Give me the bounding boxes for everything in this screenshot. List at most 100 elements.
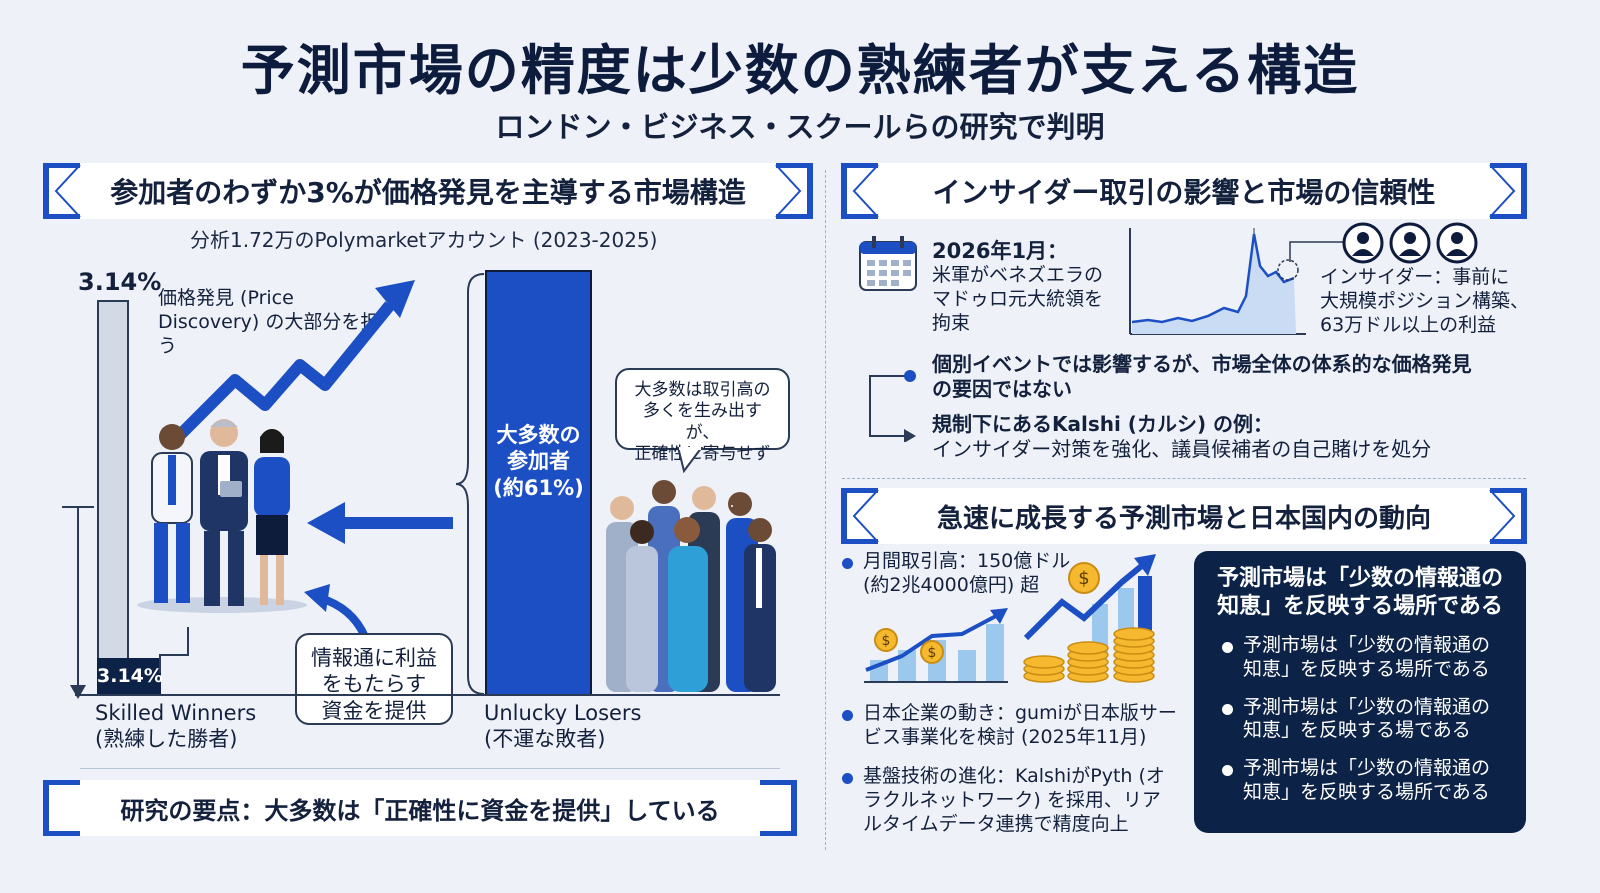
bullet-icon <box>842 773 853 784</box>
insider-people-icons <box>1342 222 1478 264</box>
conclusion-item: 予測市場は「少数の情報通の知恵」を反映する場所である <box>1210 634 1510 682</box>
bracket-left-icon <box>43 163 81 219</box>
funding-bubble-line3: 資金を提供 <box>321 698 427 723</box>
conclusion-heading-line1: 予測市場は「少数の情報通の <box>1216 566 1503 591</box>
insider-section-banner: インサイダー取引の影響と市場の信頼性 <box>841 163 1527 219</box>
bullet-icon <box>842 558 853 569</box>
person-icon <box>1389 222 1431 264</box>
key-point-banner: 研究の要点：大多数は「正確性に資金を提供」している <box>43 780 797 836</box>
insider-text: インサイダー：事前に 大規模ポジション構築、 63万ドル以上の利益 <box>1320 266 1529 337</box>
conclusion-box: 予測市場は「少数の情報通の 知恵」を反映する場所である 予測市場は「少数の情報通… <box>1194 551 1526 833</box>
svg-text:$: $ <box>928 645 937 661</box>
tree-connector <box>869 370 916 442</box>
person-icon <box>1436 222 1478 264</box>
volume-item: 月間取引高：150億ドル (約2兆4000億円) 超 <box>842 550 1070 598</box>
majority-bubble: 大多数は取引高の 多くを生み出すが、 正確性に寄与せず <box>615 368 790 464</box>
winners-pct-box: 3.14% <box>97 658 163 694</box>
conclusion-item-line1: 予測市場は「少数の情報通の <box>1243 634 1491 656</box>
majority-bar-label: 大多数の 参加者 (約61%) <box>485 422 592 501</box>
insider-point1-line1: 個別イベントでは影響するが、市場全体の体系的な価格発見 <box>932 352 1472 376</box>
tech-line2: ラクルネットワーク) を採用、リア <box>863 788 1161 811</box>
bracket-right-icon <box>1489 163 1527 219</box>
dollar-coin-icon: $ <box>920 640 944 664</box>
majority-bar-label-line2: 参加者 <box>507 449 570 474</box>
majority-bubble-line1: 大多数は取引高の <box>634 380 771 400</box>
losers-label-jp: (不運な敗者) <box>484 727 606 752</box>
svg-text:$: $ <box>1078 568 1089 589</box>
volume-line2: (約2兆4000億円) 超 <box>863 573 1040 596</box>
conclusion-item-line2: 知恵」を反映する場所である <box>1243 657 1490 680</box>
bubble-tail <box>676 447 704 473</box>
price-spike-chart <box>1129 228 1306 335</box>
connector-line <box>1289 241 1344 262</box>
winners-label-jp: (熟練した勝者) <box>95 727 238 752</box>
insider-point2-line1: 規制下にあるKalshi (カルシ) の例： <box>932 412 1274 436</box>
winners-pct-top: 3.14% <box>78 268 162 296</box>
analysis-note: 分析1.72万のPolymarketアカウント (2023-2025) <box>190 228 658 252</box>
growth-section-banner: 急速に成長する予測市場と日本国内の動向 <box>841 488 1527 544</box>
insider-line2: 大規模ポジション構築、 <box>1320 289 1530 312</box>
conclusion-heading: 予測市場は「少数の情報通の 知恵」を反映する場所である <box>1210 565 1510 620</box>
page-title: 予測市場の精度は少数の熟練者が支える構造 <box>240 39 1360 102</box>
measure-arrow-icon <box>62 506 94 699</box>
funding-bubble-line1: 情報通に利益 <box>311 646 437 670</box>
left-divider <box>80 768 780 769</box>
conclusion-item-line2: 知恵」を反映する場である <box>1243 719 1471 742</box>
bracket-right-icon <box>775 163 813 219</box>
insider-section-banner-text: インサイダー取引の影響と市場の信頼性 <box>932 176 1436 209</box>
event-line3: 拘束 <box>932 311 971 334</box>
growth-bars-illustration: $ $ <box>864 608 1008 683</box>
japan-line2: ビス事業化を検討 (2025年11月) <box>863 725 1147 748</box>
page-subtitle: ロンドン・ビジネス・スクールらの研究で判明 <box>495 110 1105 144</box>
left-arrow-icon <box>307 502 453 544</box>
event-text: 2026年1月： 米軍がベネズエラの マドゥロ元大統領を 拘束 <box>932 238 1103 336</box>
bracket-right-icon <box>760 780 797 836</box>
unlucky-losers-crowd-illustration <box>606 480 776 692</box>
conclusion-heading-line2: 知恵」を反映する場所である <box>1217 593 1503 619</box>
tech-line1: 基盤技術の進化：KalshiがPyth (オ <box>863 765 1165 787</box>
dollar-coin-icon: $ <box>874 628 898 652</box>
majority-bar-label-line1: 大多数の <box>496 423 581 447</box>
winners-label-en: Skilled Winners <box>95 701 257 725</box>
volume-line1: 月間取引高：150億ドル <box>863 550 1071 572</box>
person-icon <box>1342 222 1384 264</box>
bullet-icon <box>1222 642 1233 653</box>
right-divider <box>842 478 1526 479</box>
majority-bubble-line3: 正確性に寄与せず <box>634 443 771 464</box>
coin-stack-icon: $ <box>1023 554 1156 683</box>
insider-line3: 63万ドル以上の利益 <box>1320 313 1497 336</box>
insider-line1: インサイダー：事前に <box>1320 266 1510 288</box>
left-section-banner-text: 参加者のわずか3%が価格発見を主導する市場構造 <box>110 176 746 209</box>
trend-arrow-icon <box>175 280 415 440</box>
event-line2: マドゥロ元大統領を <box>932 288 1104 310</box>
losers-label-en: Unlucky Losers <box>484 701 642 725</box>
conclusion-item-line1: 予測市場は「少数の情報通の <box>1243 695 1491 718</box>
insider-point1-line2: の要因ではない <box>932 377 1072 401</box>
japan-line1: 日本企業の動き：gumiが日本版サー <box>863 702 1177 724</box>
conclusion-item-line2: 知恵」を反映する場所である <box>1243 780 1490 803</box>
curly-brace <box>455 273 485 695</box>
bracket-left-icon <box>841 488 879 544</box>
chart-baseline <box>75 694 780 696</box>
japan-item: 日本企業の動き：gumiが日本版サー ビス事業化を検討 (2025年11月) <box>842 702 1177 750</box>
winners-label: Skilled Winners (熟練した勝者) <box>95 700 256 753</box>
conclusion-item: 予測市場は「少数の情報通の知恵」を反映する場所である <box>1210 757 1510 805</box>
losers-label: Unlucky Losers (不運な敗者) <box>484 700 642 753</box>
connector-line <box>159 627 189 673</box>
bullet-icon <box>1222 765 1233 776</box>
winners-bar <box>97 300 129 694</box>
calendar-icon <box>859 236 917 291</box>
growth-section-banner-text: 急速に成長する予測市場と日本国内の動向 <box>936 503 1431 534</box>
majority-bar <box>485 270 592 696</box>
bullet-icon <box>842 710 853 721</box>
skilled-winners-illustration <box>137 419 307 613</box>
conclusion-item: 予測市場は「少数の情報通の知恵」を反映する場である <box>1210 696 1510 744</box>
funding-bubble: 情報通に利益 をもたらす 資金を提供 <box>295 633 453 725</box>
key-point-banner-text: 研究の要点：大多数は「正確性に資金を提供」している <box>120 796 720 825</box>
left-section-banner: 参加者のわずか3%が価格発見を主導する市場構造 <box>43 163 813 219</box>
event-date: 2026年1月： <box>932 239 1069 263</box>
insider-point2-line2: インサイダー対策を強化、議員候補者の自己賭けを処分 <box>932 437 1432 461</box>
tech-line3: ルタイムデータ連携で精度向上 <box>863 812 1129 835</box>
conclusion-item-line1: 予測市場は「少数の情報通の <box>1243 757 1491 779</box>
bracket-left-icon <box>841 163 879 219</box>
